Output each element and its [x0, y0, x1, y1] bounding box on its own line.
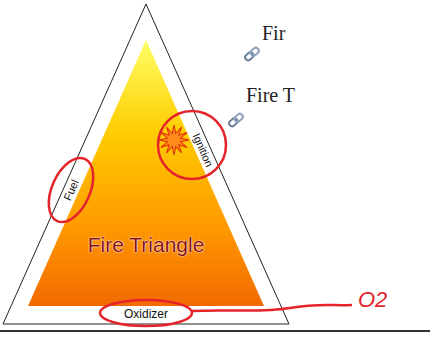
side-label: Oxidizer [124, 308, 168, 321]
slide-text: Fire T [246, 84, 295, 106]
fire-triangle: FuelIgnitionFire TriangleOxidizer [0, 0, 292, 330]
rule-line [0, 330, 430, 332]
link-icon [228, 113, 244, 128]
fire-fill [28, 40, 264, 306]
title-text: Fire Triangle [88, 233, 205, 256]
triangle-outline [3, 4, 289, 324]
fire-triangle-art [0, 0, 292, 330]
link-icon [244, 47, 260, 62]
red-annotation-circle [40, 151, 102, 229]
slide-text: Fir [262, 22, 285, 44]
red-annotation-circle [158, 111, 226, 179]
red-annotation-circle [100, 300, 192, 326]
red-annotation-line [192, 305, 352, 311]
ignition-starburst [159, 125, 189, 155]
handwritten-note: O2 [358, 288, 387, 312]
